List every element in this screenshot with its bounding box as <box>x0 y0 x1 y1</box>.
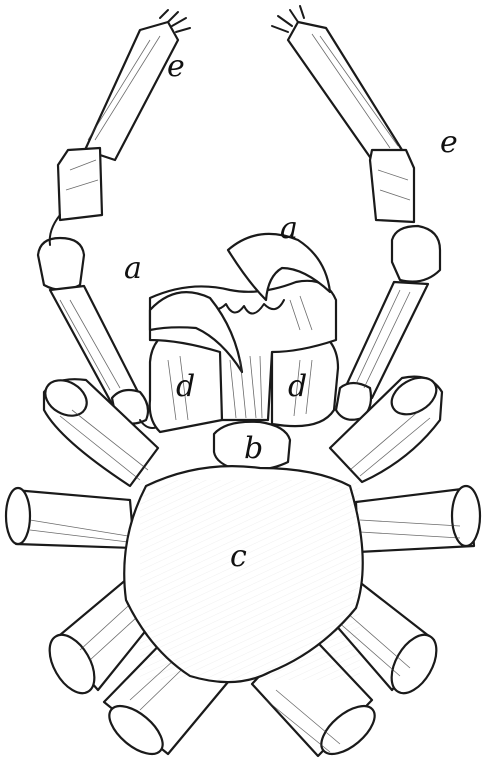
label-a-left: a <box>124 251 142 286</box>
label-e-right: e <box>440 125 458 160</box>
label-e-left: e <box>167 49 185 84</box>
label-d-left: d <box>176 369 195 404</box>
label-b: b <box>244 431 263 466</box>
label-a-right: a <box>280 211 298 246</box>
body-shading <box>140 480 360 680</box>
label-d-right: d <box>288 369 307 404</box>
label-c: c <box>230 539 247 574</box>
